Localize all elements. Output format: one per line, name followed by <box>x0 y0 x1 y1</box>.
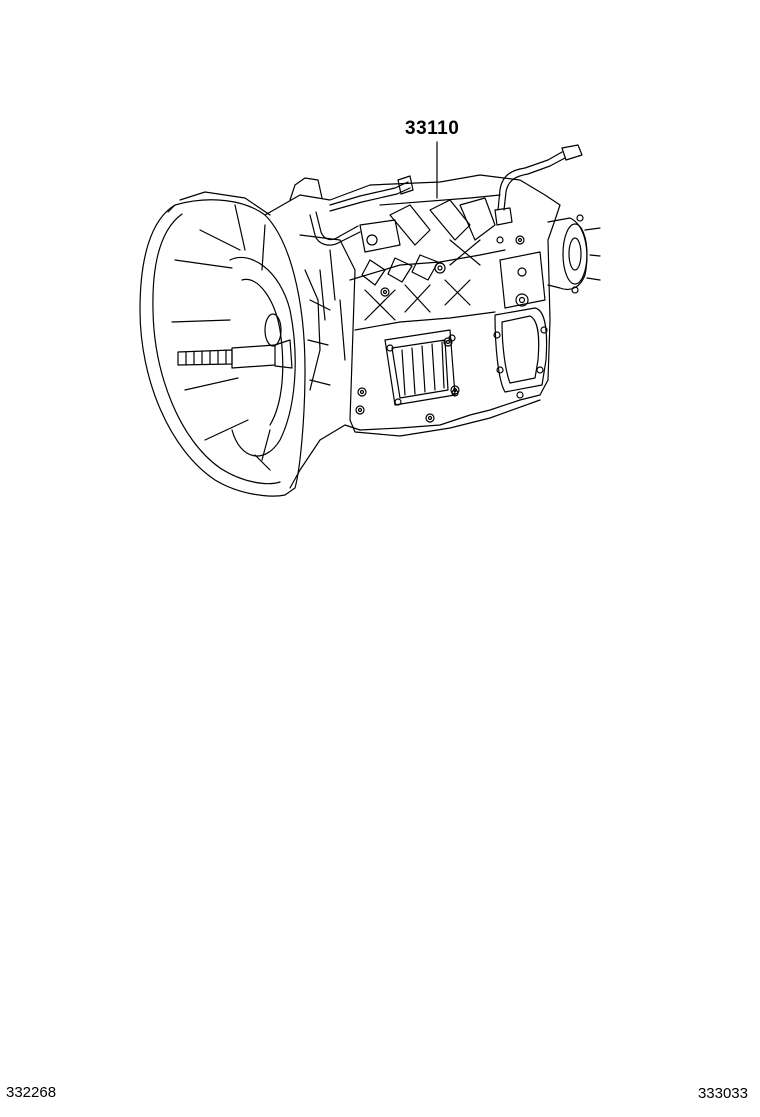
input-shaft <box>178 314 292 368</box>
part-number-callout: 33110 <box>405 118 460 139</box>
left-tube <box>310 176 413 245</box>
output-flange <box>548 215 600 293</box>
diagram-code-left: 332268 <box>6 1084 57 1101</box>
bell-housing <box>140 192 305 496</box>
side-cover-plate <box>385 330 458 405</box>
transmission-case <box>265 175 560 488</box>
diagram-code-right: 333033 <box>697 1085 748 1102</box>
breather-tube <box>495 145 582 225</box>
rear-cover-plate <box>494 252 547 398</box>
case-bottom-edge <box>350 400 540 436</box>
